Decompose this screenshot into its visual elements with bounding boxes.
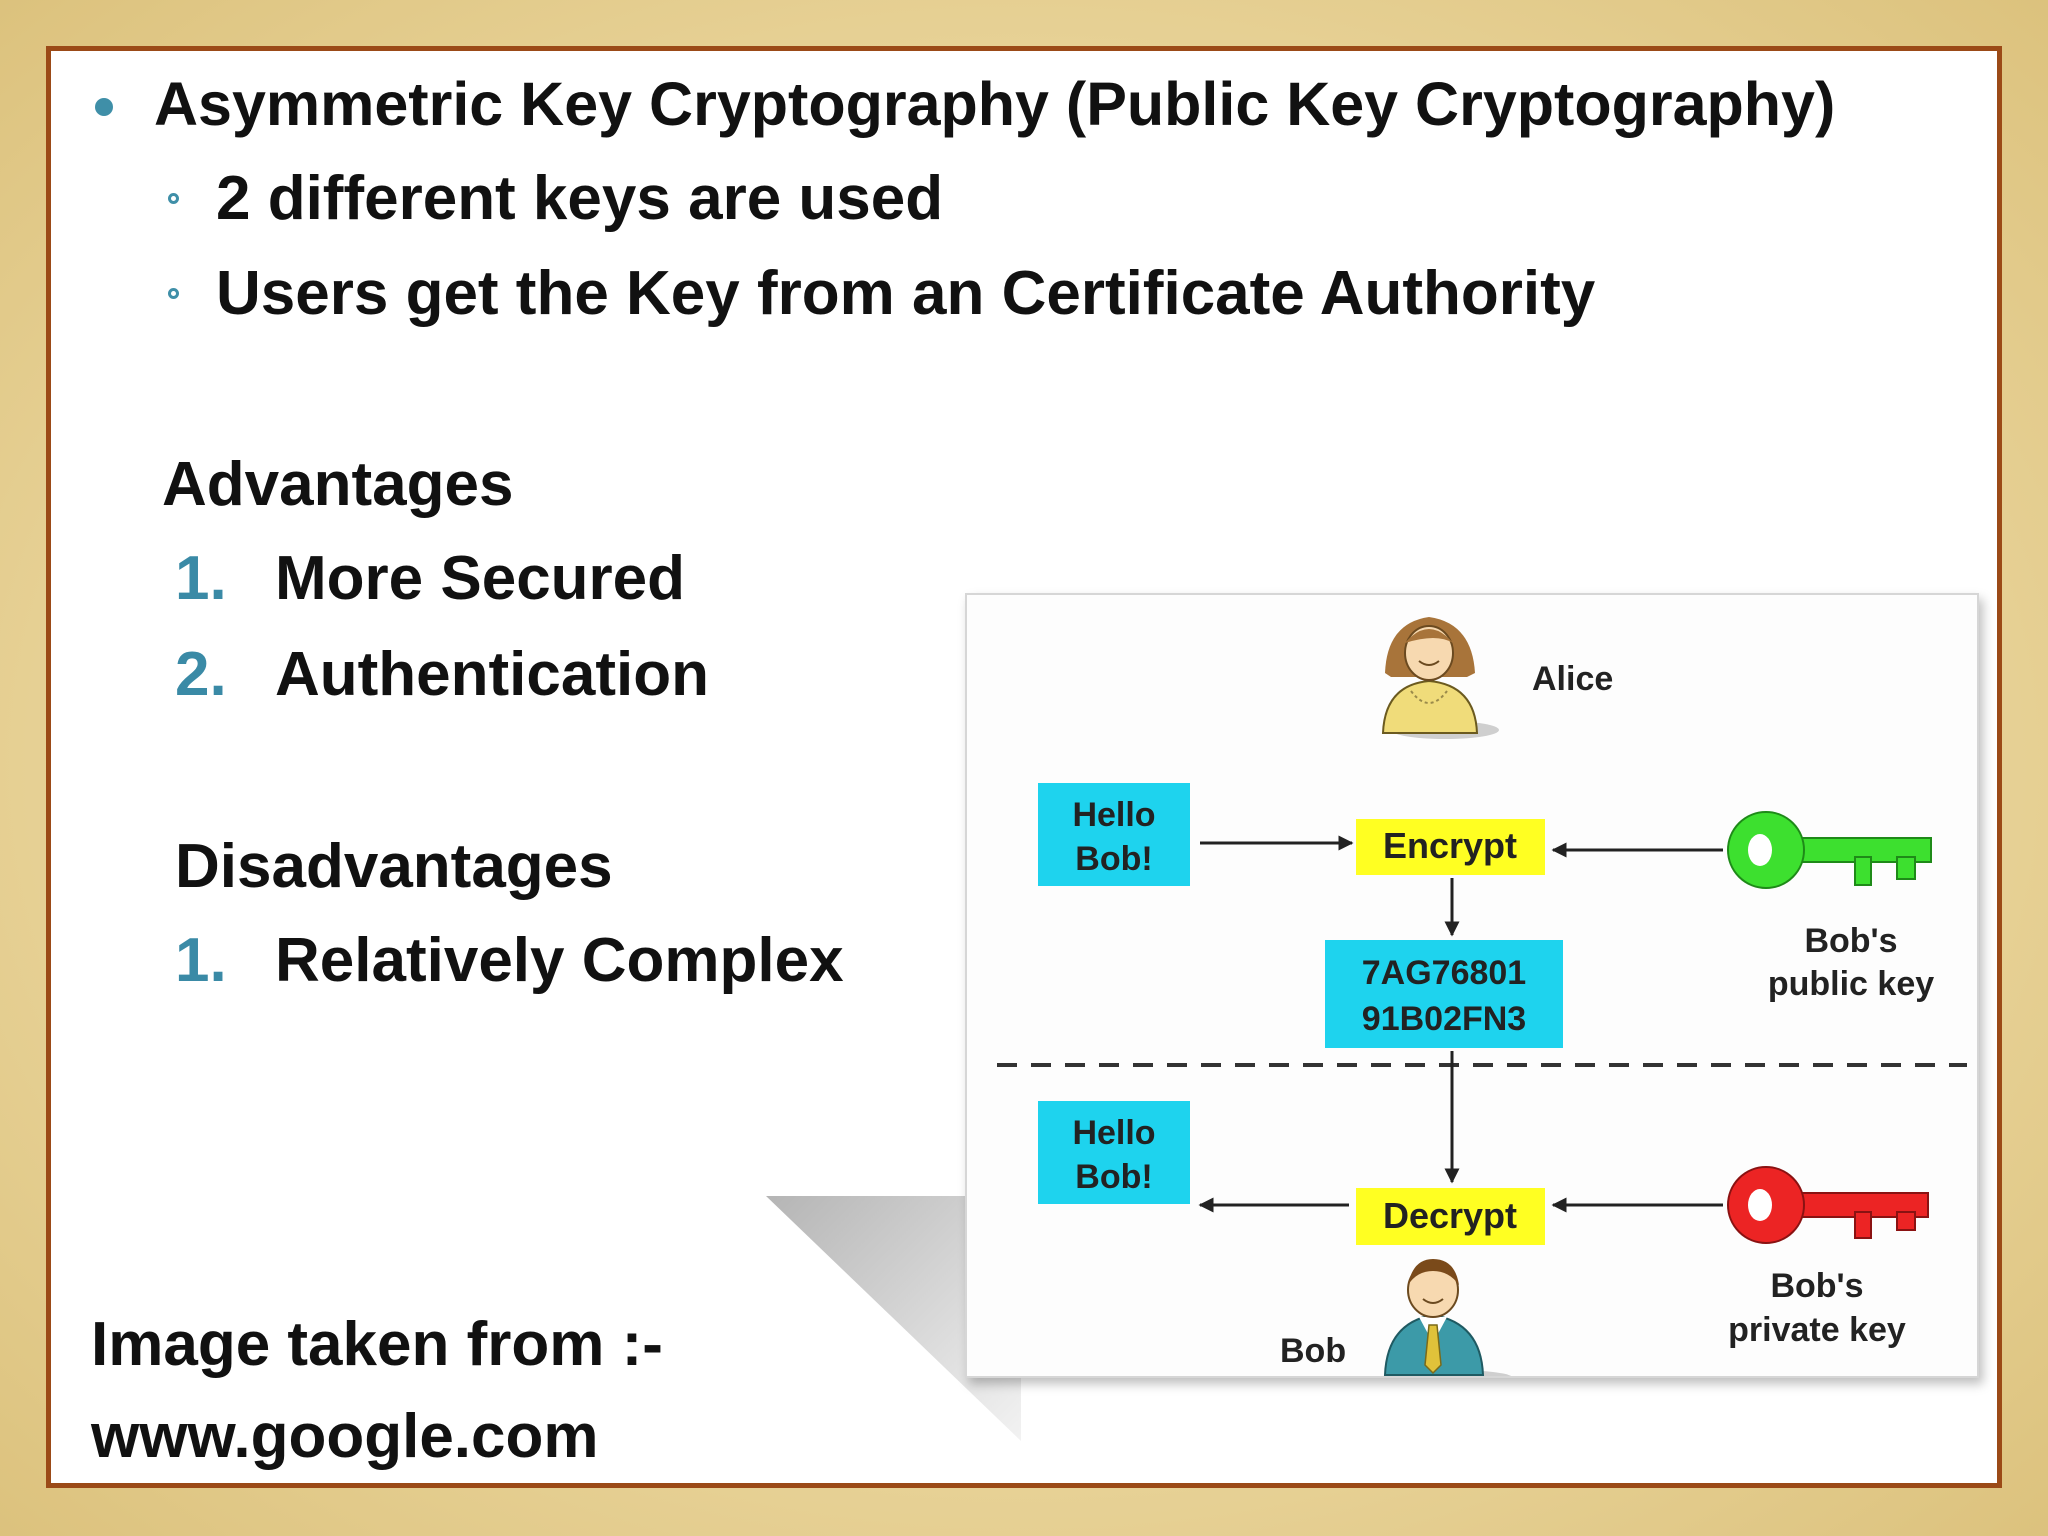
disadvantages-heading: Disadvantages <box>175 832 613 901</box>
decrypted-box <box>1038 1101 1190 1204</box>
decrypt-box <box>1356 1188 1545 1245</box>
public-key-diagram: Alice Hello Bob! Encrypt Bob's public ke… <box>965 593 1979 1378</box>
ciphertext-line: 7AG76801 <box>1362 954 1526 992</box>
sub-bullet-dot <box>168 288 179 299</box>
alice-label: Alice <box>1532 660 1613 698</box>
public-key-label: public key <box>1768 965 1934 1003</box>
private-key-icon <box>1727 1166 1929 1244</box>
diagram-svg: Alice Hello Bob! Encrypt Bob's public ke… <box>997 617 1967 1376</box>
plaintext-line: Hello <box>1072 796 1155 834</box>
advantage-item: More Secured <box>275 544 686 613</box>
alice-icon <box>1381 617 1499 739</box>
advantage-item: Authentication <box>275 640 709 709</box>
decrypted-line: Bob! <box>1075 1158 1152 1196</box>
list-number: 1. <box>175 544 227 613</box>
encrypt-label: Encrypt <box>1383 825 1517 866</box>
image-credit-label: Image taken from :- <box>91 1310 663 1379</box>
private-key-label: private key <box>1728 1311 1906 1349</box>
disadvantage-item: Relatively Complex <box>275 926 844 995</box>
public-key-icon <box>1727 811 1932 889</box>
public-key-label: Bob's <box>1804 922 1897 960</box>
list-number: 2. <box>175 640 227 709</box>
plaintext-box <box>1038 783 1190 886</box>
advantages-heading: Advantages <box>162 450 514 519</box>
image-credit-source: www.google.com <box>91 1402 599 1471</box>
main-bullet-text: Asymmetric Key Cryptography (Public Key … <box>154 70 1836 138</box>
ciphertext-line: 91B02FN3 <box>1362 1000 1526 1038</box>
slide-frame: Asymmetric Key Cryptography (Public Key … <box>46 46 2002 1488</box>
bullet-dot <box>95 98 113 116</box>
private-key-label: Bob's <box>1770 1267 1863 1305</box>
list-number: 1. <box>175 926 227 995</box>
sub-bullet-text: Users get the Key from an Certificate Au… <box>216 259 1596 328</box>
plaintext-line: Bob! <box>1075 840 1152 878</box>
sub-bullet-dot <box>168 193 179 204</box>
encrypt-box <box>1356 819 1545 875</box>
bob-label: Bob <box>1280 1332 1346 1370</box>
bob-icon <box>1383 1259 1512 1376</box>
sub-bullet-text: 2 different keys are used <box>216 164 944 233</box>
decrypt-label: Decrypt <box>1383 1195 1517 1236</box>
decrypted-line: Hello <box>1072 1114 1155 1152</box>
ciphertext-box <box>1325 940 1563 1048</box>
